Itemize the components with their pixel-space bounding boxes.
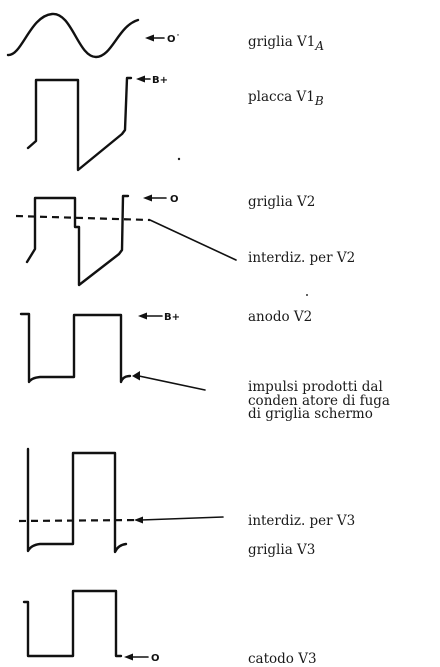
- reference-arrow-4: [138, 312, 163, 320]
- cutoff-line-v2: [15, 214, 151, 222]
- ref-label-2: B+: [152, 75, 168, 86]
- reference-arrow-2: [136, 75, 151, 83]
- label-subscript: A: [315, 39, 325, 53]
- pointer-line-v2: [149, 219, 237, 261]
- label-griglia-v3: griglia V3: [248, 542, 316, 558]
- waveform-griglia-v2: [25, 194, 130, 287]
- ref-label-1: O˙: [167, 33, 181, 45]
- reference-arrow-6: [124, 653, 149, 661]
- cutoff-line-v3: [18, 518, 141, 523]
- annotation-impulsi: impulsi prodotti dal conden atore di fug…: [248, 379, 440, 422]
- annotation-line-1: impulsi prodotti dal: [248, 379, 440, 395]
- ref-label-6: O: [151, 653, 160, 664]
- label-subscript: B: [314, 94, 324, 108]
- annotation-interdiz-v2: interdiz. per V2: [248, 250, 356, 266]
- label-placca-v1b: placca V1B: [248, 89, 324, 108]
- annotation-text: impulsi prodotti dal: [248, 379, 383, 395]
- waveform-placca-v1b: [26, 76, 133, 172]
- annotation-interdiz-v3: interdiz. per V3: [248, 513, 356, 529]
- ref-label-3: O: [170, 194, 179, 205]
- pointer-arrow-v3: [134, 516, 143, 524]
- pointer-line-impulsi: [138, 375, 206, 391]
- label-griglia-v1a: griglia V1A: [248, 34, 324, 53]
- label-catodo-v3: catodo V3: [248, 651, 317, 667]
- waveform-griglia-v3: [26, 447, 128, 554]
- waveform-catodo-v3: [22, 589, 123, 658]
- label-text: placca V1: [248, 89, 315, 105]
- label-anodo-v2: anodo V2: [248, 309, 313, 325]
- pointer-arrow-impulsi: [132, 371, 140, 381]
- pointer-line-v3: [140, 516, 224, 521]
- waveform-griglia-v1a: [6, 12, 140, 59]
- waveform-anodo-v2: [19, 312, 132, 384]
- speck: [306, 294, 308, 296]
- speck: [177, 157, 181, 161]
- reference-arrow-1: [145, 34, 165, 42]
- annotation-line-2: conden atore di fuga: [248, 392, 390, 409]
- annotation-line-3: di griglia schermo: [248, 406, 373, 422]
- reference-arrow-3: [143, 194, 167, 202]
- label-griglia-v2: griglia V2: [248, 194, 316, 210]
- ref-label-4: B+: [164, 312, 180, 323]
- label-text: griglia V1: [248, 34, 316, 50]
